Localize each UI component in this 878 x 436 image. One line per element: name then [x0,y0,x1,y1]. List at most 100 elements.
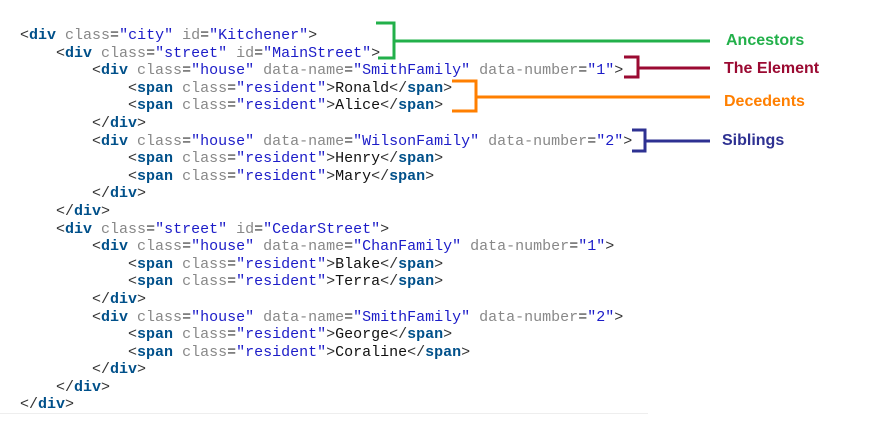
code-token: div [29,27,57,44]
code-token: class [128,308,183,326]
code-token: Alice [335,97,381,115]
code-token: = [227,97,237,115]
code-token: = [344,238,354,256]
code-token: = [569,238,579,256]
code-token: > [434,255,444,273]
code-line: </div> [20,379,632,397]
decedents-bracket [452,79,710,113]
code-token: = [254,44,264,62]
code-token: data-number [479,132,588,150]
code-token: "2" [587,308,615,326]
siblings-label: Siblings [722,132,785,149]
code-line: <span class="resident">Coraline</span> [20,344,632,362]
code-token: = [227,79,237,97]
code-token: = [344,62,354,80]
code-line: <div class="house" data-name="ChanFamily… [20,238,632,256]
code-token: > [461,343,471,361]
code-token: "1" [587,62,615,80]
code-token: Mary [335,167,372,185]
code-line: <span class="resident">Terra</span> [20,273,632,291]
code-token: > [326,343,336,361]
code-token: class [128,62,183,80]
code-token: "SmithFamily" [353,62,471,80]
code-line: <span class="resident">Mary</span> [20,168,632,186]
code-token: = [182,238,192,256]
code-block: <div class="city" id="Kitchener"> <div c… [20,27,632,414]
code-line: </div> [20,291,632,309]
code-token: > [326,273,336,291]
code-token: "resident" [236,167,327,185]
code-token: span [389,167,426,185]
code-token: id [227,44,255,62]
element-label: The Element [724,60,820,77]
code-token: data-name [254,238,345,256]
code-token: < [128,326,138,344]
code-token: = [182,62,192,80]
code-line: </div> [20,115,632,133]
code-token: = [344,308,354,326]
code-token: </ [380,255,399,273]
code-token: class [173,150,228,168]
code-token: </ [92,114,111,132]
code-token: span [137,97,174,115]
code-token: = [227,273,237,291]
code-token: div [65,220,93,238]
code-token: Blake [335,255,381,273]
code-token: div [74,378,102,396]
ancestors-bracket [376,21,710,60]
code-token: </ [56,202,75,220]
code-line: </div> [20,185,632,203]
code-token: > [380,220,390,238]
code-token: div [110,185,138,203]
code-token: < [56,220,66,238]
code-token: > [137,361,147,379]
code-token: </ [371,167,390,185]
code-line: <div class="street" id="MainStreet"> [20,45,632,63]
code-token: "resident" [236,343,327,361]
code-token: span [137,150,174,168]
code-token: > [137,290,147,308]
code-token: = [227,326,237,344]
code-line: <span class="resident">Alice</span> [20,97,632,115]
code-token: "CedarStreet" [263,220,381,238]
code-token: id [227,220,255,238]
code-token: class [173,255,228,273]
code-token: div [65,44,93,62]
code-token: < [92,308,102,326]
code-token: > [101,378,111,396]
code-token: "resident" [236,150,327,168]
code-token: span [398,150,435,168]
code-token: = [146,44,156,62]
code-token: > [326,167,336,185]
code-token: > [326,326,336,344]
code-token: > [443,326,453,344]
code-token: class [173,97,228,115]
code-token: "house" [191,238,255,256]
code-token: class [173,79,228,97]
code-token: > [101,202,111,220]
code-token: < [20,27,30,44]
code-token: > [614,308,624,326]
code-token: = [110,27,120,44]
code-token: "resident" [236,255,327,273]
code-token: id [173,27,201,44]
code-token: "WilsonFamily" [353,132,480,150]
code-token: > [425,167,435,185]
code-token: "house" [191,132,255,150]
code-token: class [173,273,228,291]
code-token: = [227,150,237,168]
code-token: </ [389,326,408,344]
code-token: Terra [335,273,381,291]
code-token: < [128,343,138,361]
code-token: </ [380,97,399,115]
element-bracket [624,55,710,79]
code-token: div [101,62,129,80]
code-token: data-name [254,62,345,80]
code-token: = [587,132,597,150]
code-token: div [101,308,129,326]
code-token: span [137,79,174,97]
code-token: > [326,255,336,273]
code-token: = [578,62,588,80]
code-token: "street" [155,44,228,62]
